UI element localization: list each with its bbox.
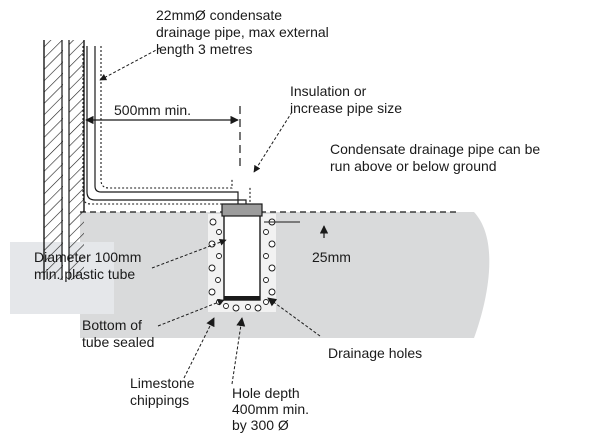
leader-insulation xyxy=(253,111,293,173)
label-depth-offset: 25mm xyxy=(312,249,351,265)
leader-pipe-spec xyxy=(99,47,161,81)
leader-hole-depth xyxy=(231,317,246,385)
condensate-pipe-inner xyxy=(94,46,239,206)
label-insulation: Insulation or increase pipe size xyxy=(290,83,402,116)
label-chippings: Limestone chippings xyxy=(130,375,198,408)
ground xyxy=(80,212,474,338)
label-drainage-holes: Drainage holes xyxy=(328,345,422,361)
tube-cap xyxy=(221,203,263,217)
leader-drainage-holes xyxy=(267,297,321,337)
label-tube-bottom: Bottom of tube sealed xyxy=(82,317,154,350)
leader-tube-bottom xyxy=(157,299,225,327)
leader-tube xyxy=(151,238,227,269)
label-hole-depth: Hole depth 400mm min. by 300 Ø xyxy=(232,385,313,433)
label-pipe-spec: 22mmØ condensate drainage pipe, max exte… xyxy=(156,7,333,57)
pipe-insulation-inner xyxy=(100,46,233,189)
condensate-pipe-outer xyxy=(86,46,247,206)
plastic-tube xyxy=(223,205,261,301)
leader-chippings xyxy=(183,317,215,379)
wall-cavity xyxy=(63,40,69,280)
label-tube: Diameter 100mm min. plastic tube xyxy=(34,249,145,282)
tube-bottom-seal xyxy=(224,296,260,300)
label-run-note: Condensate drainage pipe can be run abov… xyxy=(330,141,544,174)
pipe-insulation xyxy=(82,46,251,205)
label-distance: 500mm min. xyxy=(114,102,191,118)
ground-edge xyxy=(474,212,490,338)
